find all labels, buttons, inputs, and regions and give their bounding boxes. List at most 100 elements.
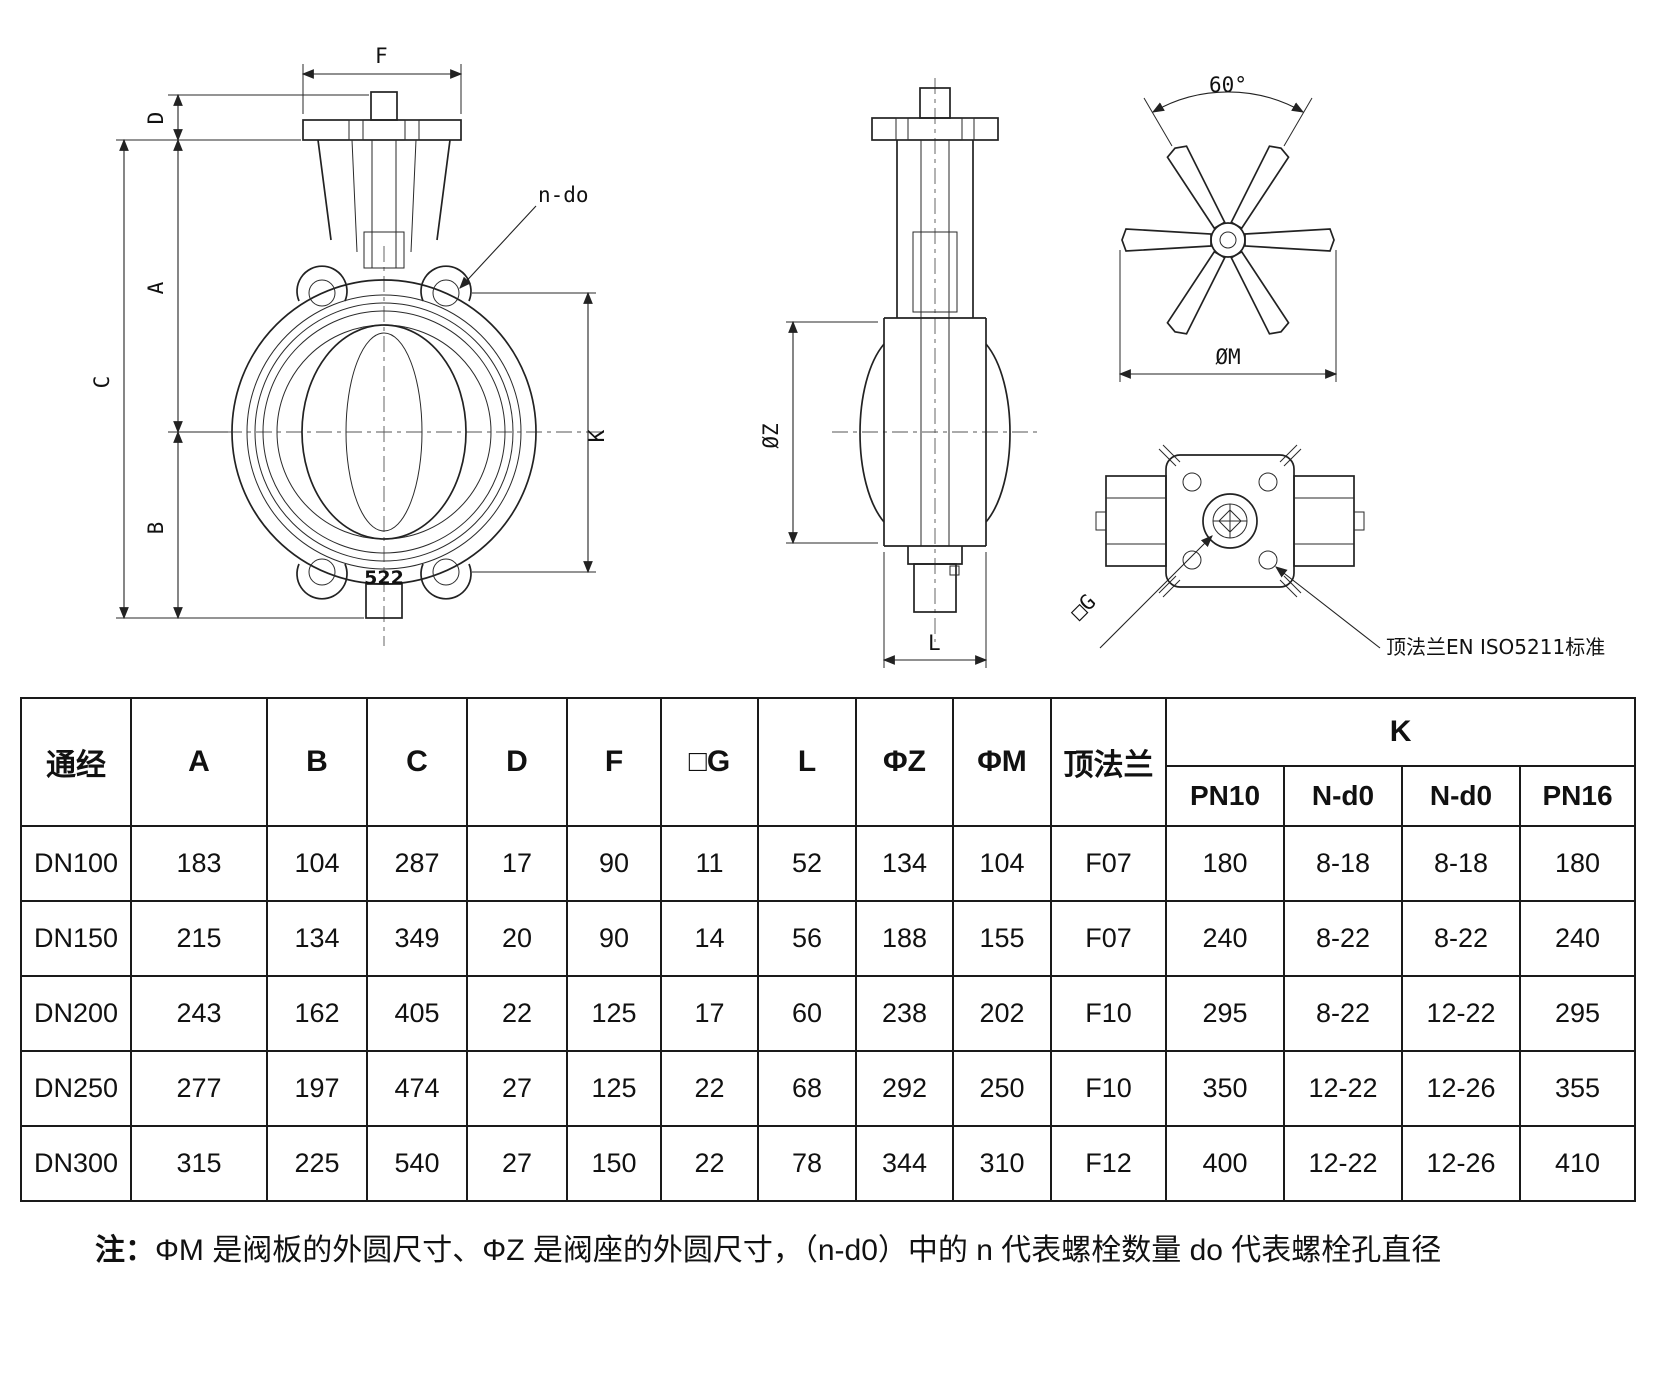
- dimension-cell: F07: [1050, 825, 1167, 902]
- dimension-cell: 104: [266, 825, 368, 902]
- dimension-cell: 27: [466, 1050, 568, 1127]
- dimension-cell: 188: [855, 900, 954, 977]
- dimension-cell: 277: [130, 1050, 268, 1127]
- dimension-cell: 540: [366, 1125, 468, 1202]
- dim-label-b: B: [144, 522, 168, 535]
- dimension-cell: 17: [660, 975, 759, 1052]
- dim-label-a: A: [144, 281, 168, 294]
- dim-label-d: D: [144, 112, 168, 125]
- dimension-cell: 292: [855, 1050, 954, 1127]
- dimension-cell: 310: [952, 1125, 1052, 1202]
- col-header-square-g: □G: [660, 697, 759, 827]
- col-header-c: C: [366, 697, 468, 827]
- col-header-pn10: PN10: [1165, 765, 1285, 827]
- dimension-cell: 8-22: [1401, 900, 1521, 977]
- row-label-dn: DN100: [20, 825, 132, 902]
- dimension-cell: 22: [660, 1050, 759, 1127]
- col-header-phi-m: ΦM: [952, 697, 1052, 827]
- dimension-cell: F07: [1050, 900, 1167, 977]
- dimension-cell: F10: [1050, 1050, 1167, 1127]
- dimension-cell: 155: [952, 900, 1052, 977]
- dimension-cell: 8-18: [1283, 825, 1403, 902]
- technical-drawings: 522 F D A B C K n-do: [90, 44, 1605, 668]
- dimension-cell: 355: [1518, 1050, 1637, 1127]
- dimension-cell: F10: [1050, 975, 1167, 1052]
- dimension-cell: 11: [660, 825, 759, 902]
- col-header-top-flange: 顶法兰: [1050, 697, 1167, 827]
- col-header-f: F: [566, 697, 662, 827]
- dimension-cell: 349: [366, 900, 468, 977]
- dimension-cell: 315: [130, 1125, 268, 1202]
- dimension-cell: 215: [130, 900, 268, 977]
- dim-label-l: L: [928, 631, 941, 655]
- row-label-dn: DN300: [20, 1125, 132, 1202]
- col-header-phi-z: ΦZ: [855, 697, 954, 827]
- bolt-holes-label: n-do: [538, 183, 589, 207]
- dimension-cell: 225: [266, 1125, 368, 1202]
- table-header-row-main: 通经 A B C D F □G L ΦZ ΦM 顶法兰 K: [20, 697, 1637, 827]
- dimension-cell: 22: [466, 975, 568, 1052]
- dimension-cell: 474: [366, 1050, 468, 1127]
- dim-label-c: C: [90, 376, 114, 389]
- dimension-cell: 27: [466, 1125, 568, 1202]
- side-view-drawing: ØZ L: [759, 78, 1040, 668]
- dimension-cell: 197: [266, 1050, 368, 1127]
- dimension-cell: 52: [757, 825, 857, 902]
- dimension-cell: 12-22: [1283, 1125, 1403, 1202]
- footnote-prefix: 注：: [95, 1234, 155, 1267]
- dimension-cell: 12-26: [1401, 1125, 1521, 1202]
- dimension-cell: 12-22: [1283, 1050, 1403, 1127]
- dimension-cell: 78: [757, 1125, 857, 1202]
- table-header-row-sub: PN10 N-d0 N-d0 PN16: [21, 765, 1637, 827]
- dimension-cell: 8-22: [1283, 975, 1403, 1052]
- dimension-cell: 295: [1165, 975, 1285, 1052]
- dimension-cell: 8-22: [1283, 900, 1403, 977]
- dimension-cell: 295: [1518, 975, 1637, 1052]
- col-header-pn16: PN16: [1518, 765, 1637, 827]
- col-header-nd0-2: N-d0: [1401, 765, 1521, 827]
- dimension-cell: 350: [1165, 1050, 1285, 1127]
- front-view-drawing: 522 F D A B C K n-do: [90, 44, 609, 646]
- dimension-cell: 250: [952, 1050, 1052, 1127]
- dim-label-f: F: [375, 44, 388, 68]
- dimension-cell: 243: [130, 975, 268, 1052]
- dimension-cell: 125: [566, 975, 662, 1052]
- dimension-cell: 287: [366, 825, 468, 902]
- dimension-cell: 12-22: [1401, 975, 1521, 1052]
- col-header-k-group: K: [1164, 697, 1637, 767]
- dimension-cell: 180: [1518, 825, 1637, 902]
- footnote: 注：ΦM 是阀板的外圆尺寸、ΦZ 是阀座的外圆尺寸，（n-d0）中的 n 代表螺…: [95, 1232, 1441, 1270]
- dimension-cell: 180: [1165, 825, 1285, 902]
- dimension-cell: 22: [660, 1125, 759, 1202]
- dim-label-angle: 60°: [1209, 73, 1247, 97]
- dimension-cell: 134: [266, 900, 368, 977]
- dimension-cell: F12: [1050, 1125, 1167, 1202]
- dimension-cell: 183: [130, 825, 268, 902]
- dimension-cell: 17: [466, 825, 568, 902]
- dimension-cell: 405: [366, 975, 468, 1052]
- dimension-cell: 20: [466, 900, 568, 977]
- dimension-cell: 162: [266, 975, 368, 1052]
- dimension-cell: 400: [1165, 1125, 1285, 1202]
- dimension-cell: 240: [1518, 900, 1637, 977]
- dimension-cell: 238: [855, 975, 954, 1052]
- dimension-cell: 14: [660, 900, 759, 977]
- cast-mark-label: 522: [364, 567, 404, 589]
- dimension-cell: 344: [855, 1125, 954, 1202]
- col-header-l: L: [757, 697, 857, 827]
- handwheel-view-drawing: 60° ØM: [1118, 73, 1338, 382]
- dimension-cell: 240: [1165, 900, 1285, 977]
- col-header-d: D: [466, 697, 568, 827]
- dimension-cell: 134: [855, 825, 954, 902]
- top-flange-view-drawing: □G 顶法兰EN ISO5211标准: [1066, 444, 1605, 659]
- dim-label-phi-z: ØZ: [759, 423, 783, 448]
- dimension-cell: 60: [757, 975, 857, 1052]
- dimension-cell: 125: [566, 1050, 662, 1127]
- dimension-cell: 202: [952, 975, 1052, 1052]
- row-label-dn: DN150: [20, 900, 132, 977]
